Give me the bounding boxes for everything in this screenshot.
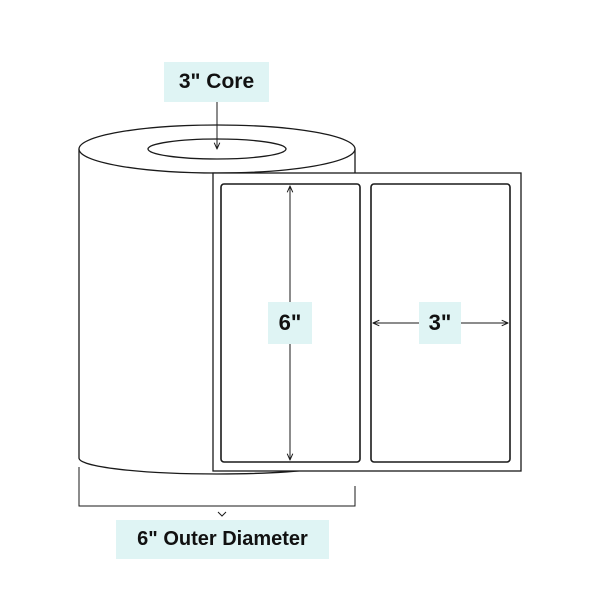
diameter-chevron-icon — [217, 511, 227, 517]
width-label: 3" — [419, 302, 461, 344]
diameter-bracket — [78, 467, 356, 507]
height-label: 6" — [268, 302, 312, 344]
outer-diameter-label: 6" Outer Diameter — [116, 520, 329, 559]
core-label: 3" Core — [164, 62, 269, 102]
